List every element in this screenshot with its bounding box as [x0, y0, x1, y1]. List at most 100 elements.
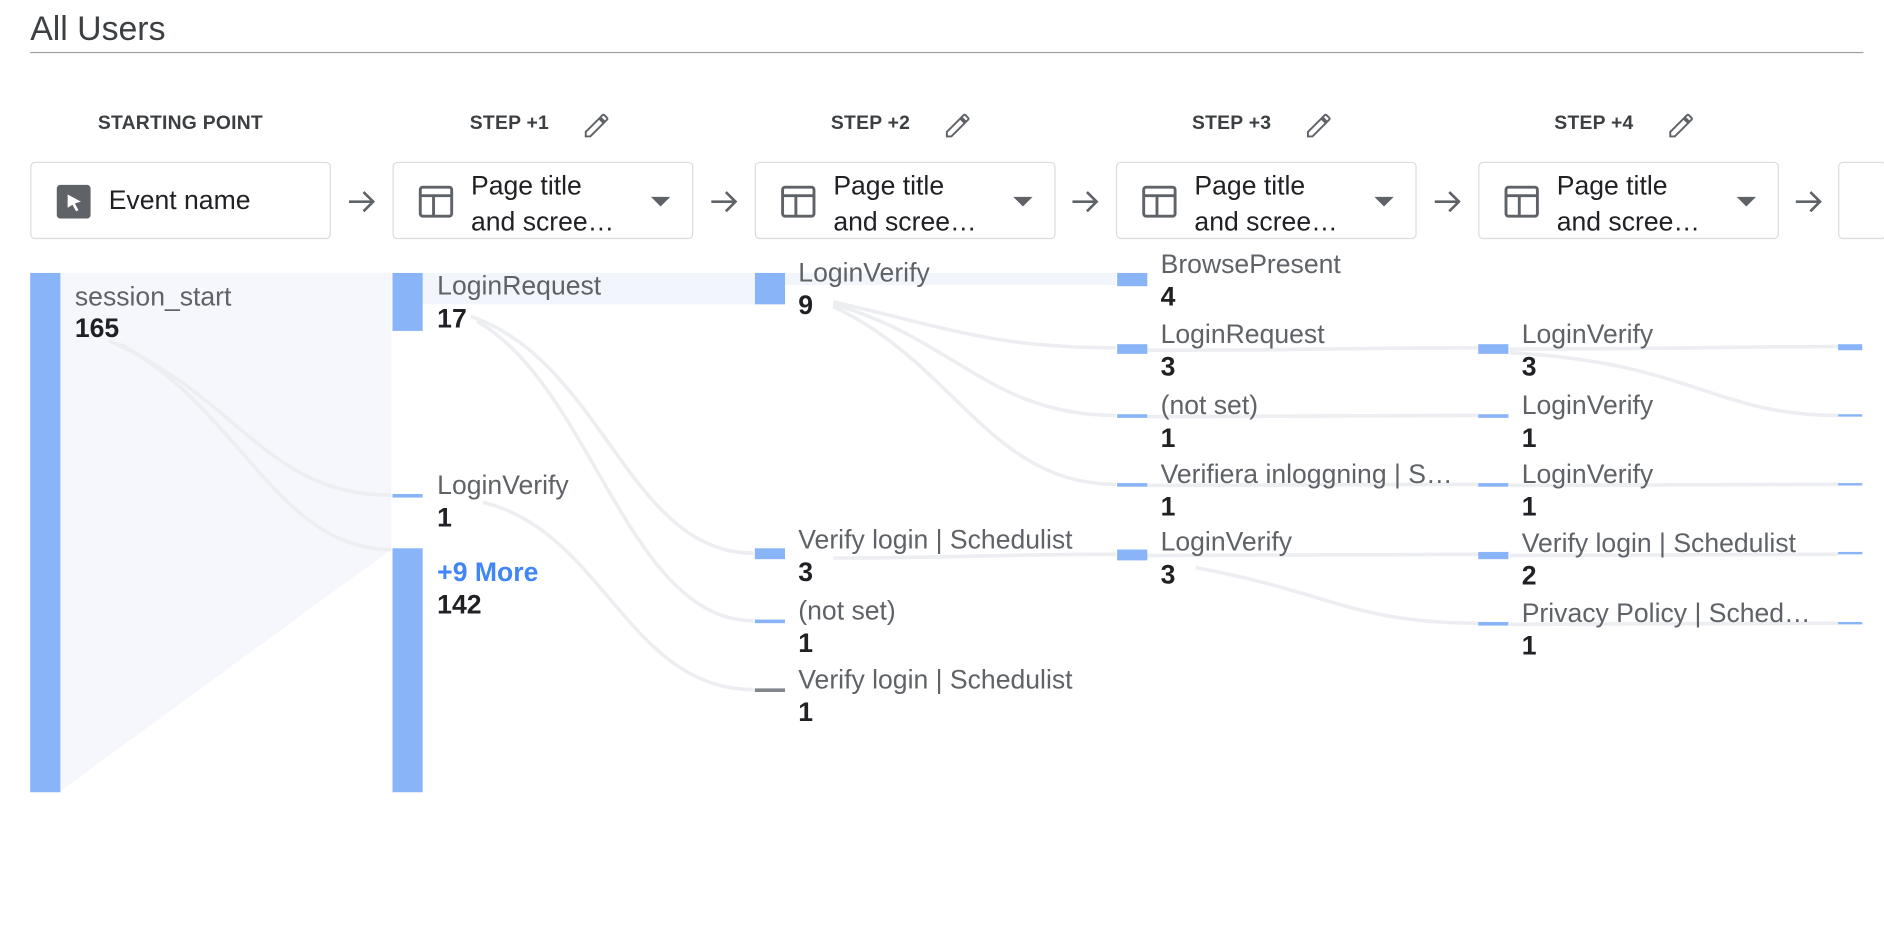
node-count: 4 — [1160, 281, 1176, 312]
node-bar-notset-2[interactable] — [754, 619, 786, 624]
chevron-down-icon[interactable] — [1013, 196, 1033, 207]
node-bar-step5-a[interactable] — [1838, 344, 1863, 351]
flow-band-loginverify — [785, 272, 1116, 286]
flow-loginverify-to-privacy — [1195, 565, 1479, 625]
flow-loginverify-to-verifylogin — [482, 500, 754, 692]
pencil-icon[interactable] — [1304, 111, 1333, 140]
dimension-select-step5[interactable] — [1838, 161, 1884, 240]
flow-loginverify-to-verifiera — [832, 305, 1116, 487]
node-bar-loginverify-4c[interactable] — [1478, 483, 1509, 487]
node-label[interactable]: Verifiera inloggning | S… — [1160, 458, 1453, 490]
flow-step4-3 — [1509, 482, 1839, 488]
node-bar-step5-d[interactable] — [1838, 551, 1863, 555]
node-count: 1 — [1160, 422, 1176, 453]
path-flows-svg — [30, 272, 1863, 793]
pencil-icon[interactable] — [1667, 111, 1696, 140]
node-count: 3 — [1521, 351, 1537, 382]
cursor-click-icon — [56, 184, 91, 219]
chevron-down-icon[interactable] — [1736, 196, 1756, 207]
node-bar-loginverify-4b[interactable] — [1478, 414, 1509, 418]
node-label[interactable]: Privacy Policy | Sched… — [1521, 597, 1811, 629]
node-label[interactable]: (not set) — [1160, 390, 1259, 421]
node-bar-verifylogin-4[interactable] — [1478, 551, 1509, 560]
pencil-icon[interactable] — [582, 111, 611, 140]
node-label[interactable]: LoginVerify — [1521, 318, 1654, 350]
node-label[interactable]: LoginVerify — [798, 257, 930, 288]
node-count: 3 — [798, 556, 814, 587]
step-label-2: STEP +2 — [830, 113, 911, 135]
web-page-icon — [781, 185, 816, 218]
node-label[interactable]: LoginRequest — [1160, 318, 1325, 350]
node-bar-loginrequest[interactable] — [392, 272, 423, 331]
node-bar-session-start[interactable] — [30, 272, 61, 793]
node-bar-loginverify-4a[interactable] — [1478, 344, 1509, 354]
node-bar-loginverify-1[interactable] — [392, 493, 423, 498]
flow-band-start-more — [60, 272, 392, 792]
node-label[interactable]: LoginRequest — [437, 270, 602, 301]
node-bar-step5-b[interactable] — [1838, 414, 1863, 417]
flow-band-loginrequest — [422, 272, 754, 305]
node-bar-notset-3[interactable] — [1117, 414, 1148, 418]
node-bar-step5-e[interactable] — [1838, 621, 1863, 625]
more-nodes-link[interactable]: +9 More — [437, 556, 539, 587]
node-count: 9 — [798, 289, 814, 321]
dimension-select-start[interactable]: Event name — [30, 161, 331, 240]
dimension-name: Event name — [108, 184, 251, 215]
node-count: 1 — [1521, 630, 1537, 661]
arrow-right-icon — [349, 191, 376, 213]
pencil-icon[interactable] — [943, 111, 972, 140]
node-bar-loginverify-3[interactable] — [1117, 549, 1148, 561]
node-label[interactable]: Verify login | Schedulist — [1521, 527, 1796, 558]
node-bar-loginverify-2[interactable] — [754, 272, 786, 305]
node-label[interactable]: (not set) — [798, 595, 896, 626]
node-count: 1 — [798, 696, 814, 728]
flow-loginrequest-to-loginverify — [1147, 346, 1479, 353]
step-label-1: STEP +1 — [469, 113, 550, 135]
flow-step4-2 — [1509, 350, 1839, 418]
chevron-down-icon[interactable] — [1374, 196, 1394, 207]
web-page-icon — [1142, 185, 1177, 218]
node-count: 1 — [1160, 491, 1176, 522]
node-bar-browsepresent[interactable] — [1117, 272, 1148, 287]
node-count: 1 — [1521, 491, 1537, 522]
step-label-4: STEP +4 — [1554, 113, 1634, 135]
chevron-down-icon[interactable] — [650, 196, 671, 207]
flow-notset-to-loginverify — [1147, 413, 1479, 419]
node-label[interactable]: session_start — [74, 281, 232, 312]
flow-start-to-more — [119, 342, 392, 552]
node-bar-more[interactable] — [392, 548, 423, 793]
flow-step4-5 — [1509, 621, 1839, 627]
node-count: 3 — [1160, 559, 1176, 590]
node-label[interactable]: LoginVerify — [1160, 526, 1293, 557]
title-divider — [30, 51, 1864, 54]
flow-verifiera-to-loginverify — [1147, 482, 1479, 488]
flow-loginrequest-to-verifylogin — [470, 314, 754, 555]
arrow-right-icon — [1072, 191, 1099, 213]
node-label[interactable]: LoginVerify — [1521, 458, 1654, 490]
arrow-right-icon — [1795, 191, 1822, 213]
node-count: 1 — [1521, 422, 1537, 453]
node-bar-step5-c[interactable] — [1838, 483, 1863, 486]
web-page-icon — [1504, 185, 1539, 218]
node-bar-verifylogin-2b[interactable] — [754, 688, 786, 693]
node-label[interactable]: LoginVerify — [1521, 390, 1654, 421]
node-label[interactable]: BrowsePresent — [1160, 248, 1341, 279]
node-bar-loginrequest-3[interactable] — [1117, 344, 1148, 354]
node-label[interactable]: Verify login | Schedulist — [798, 664, 1073, 695]
flow-loginrequest-to-notset — [476, 319, 754, 623]
node-label[interactable]: Verify login | Schedulist — [798, 524, 1073, 555]
node-bar-privacy-4[interactable] — [1478, 621, 1509, 626]
node-bar-verifiera-3[interactable] — [1117, 483, 1148, 487]
node-label[interactable]: LoginVerify — [437, 469, 569, 500]
arrow-right-icon — [1434, 191, 1461, 213]
node-bar-verifylogin-2[interactable] — [754, 548, 786, 560]
